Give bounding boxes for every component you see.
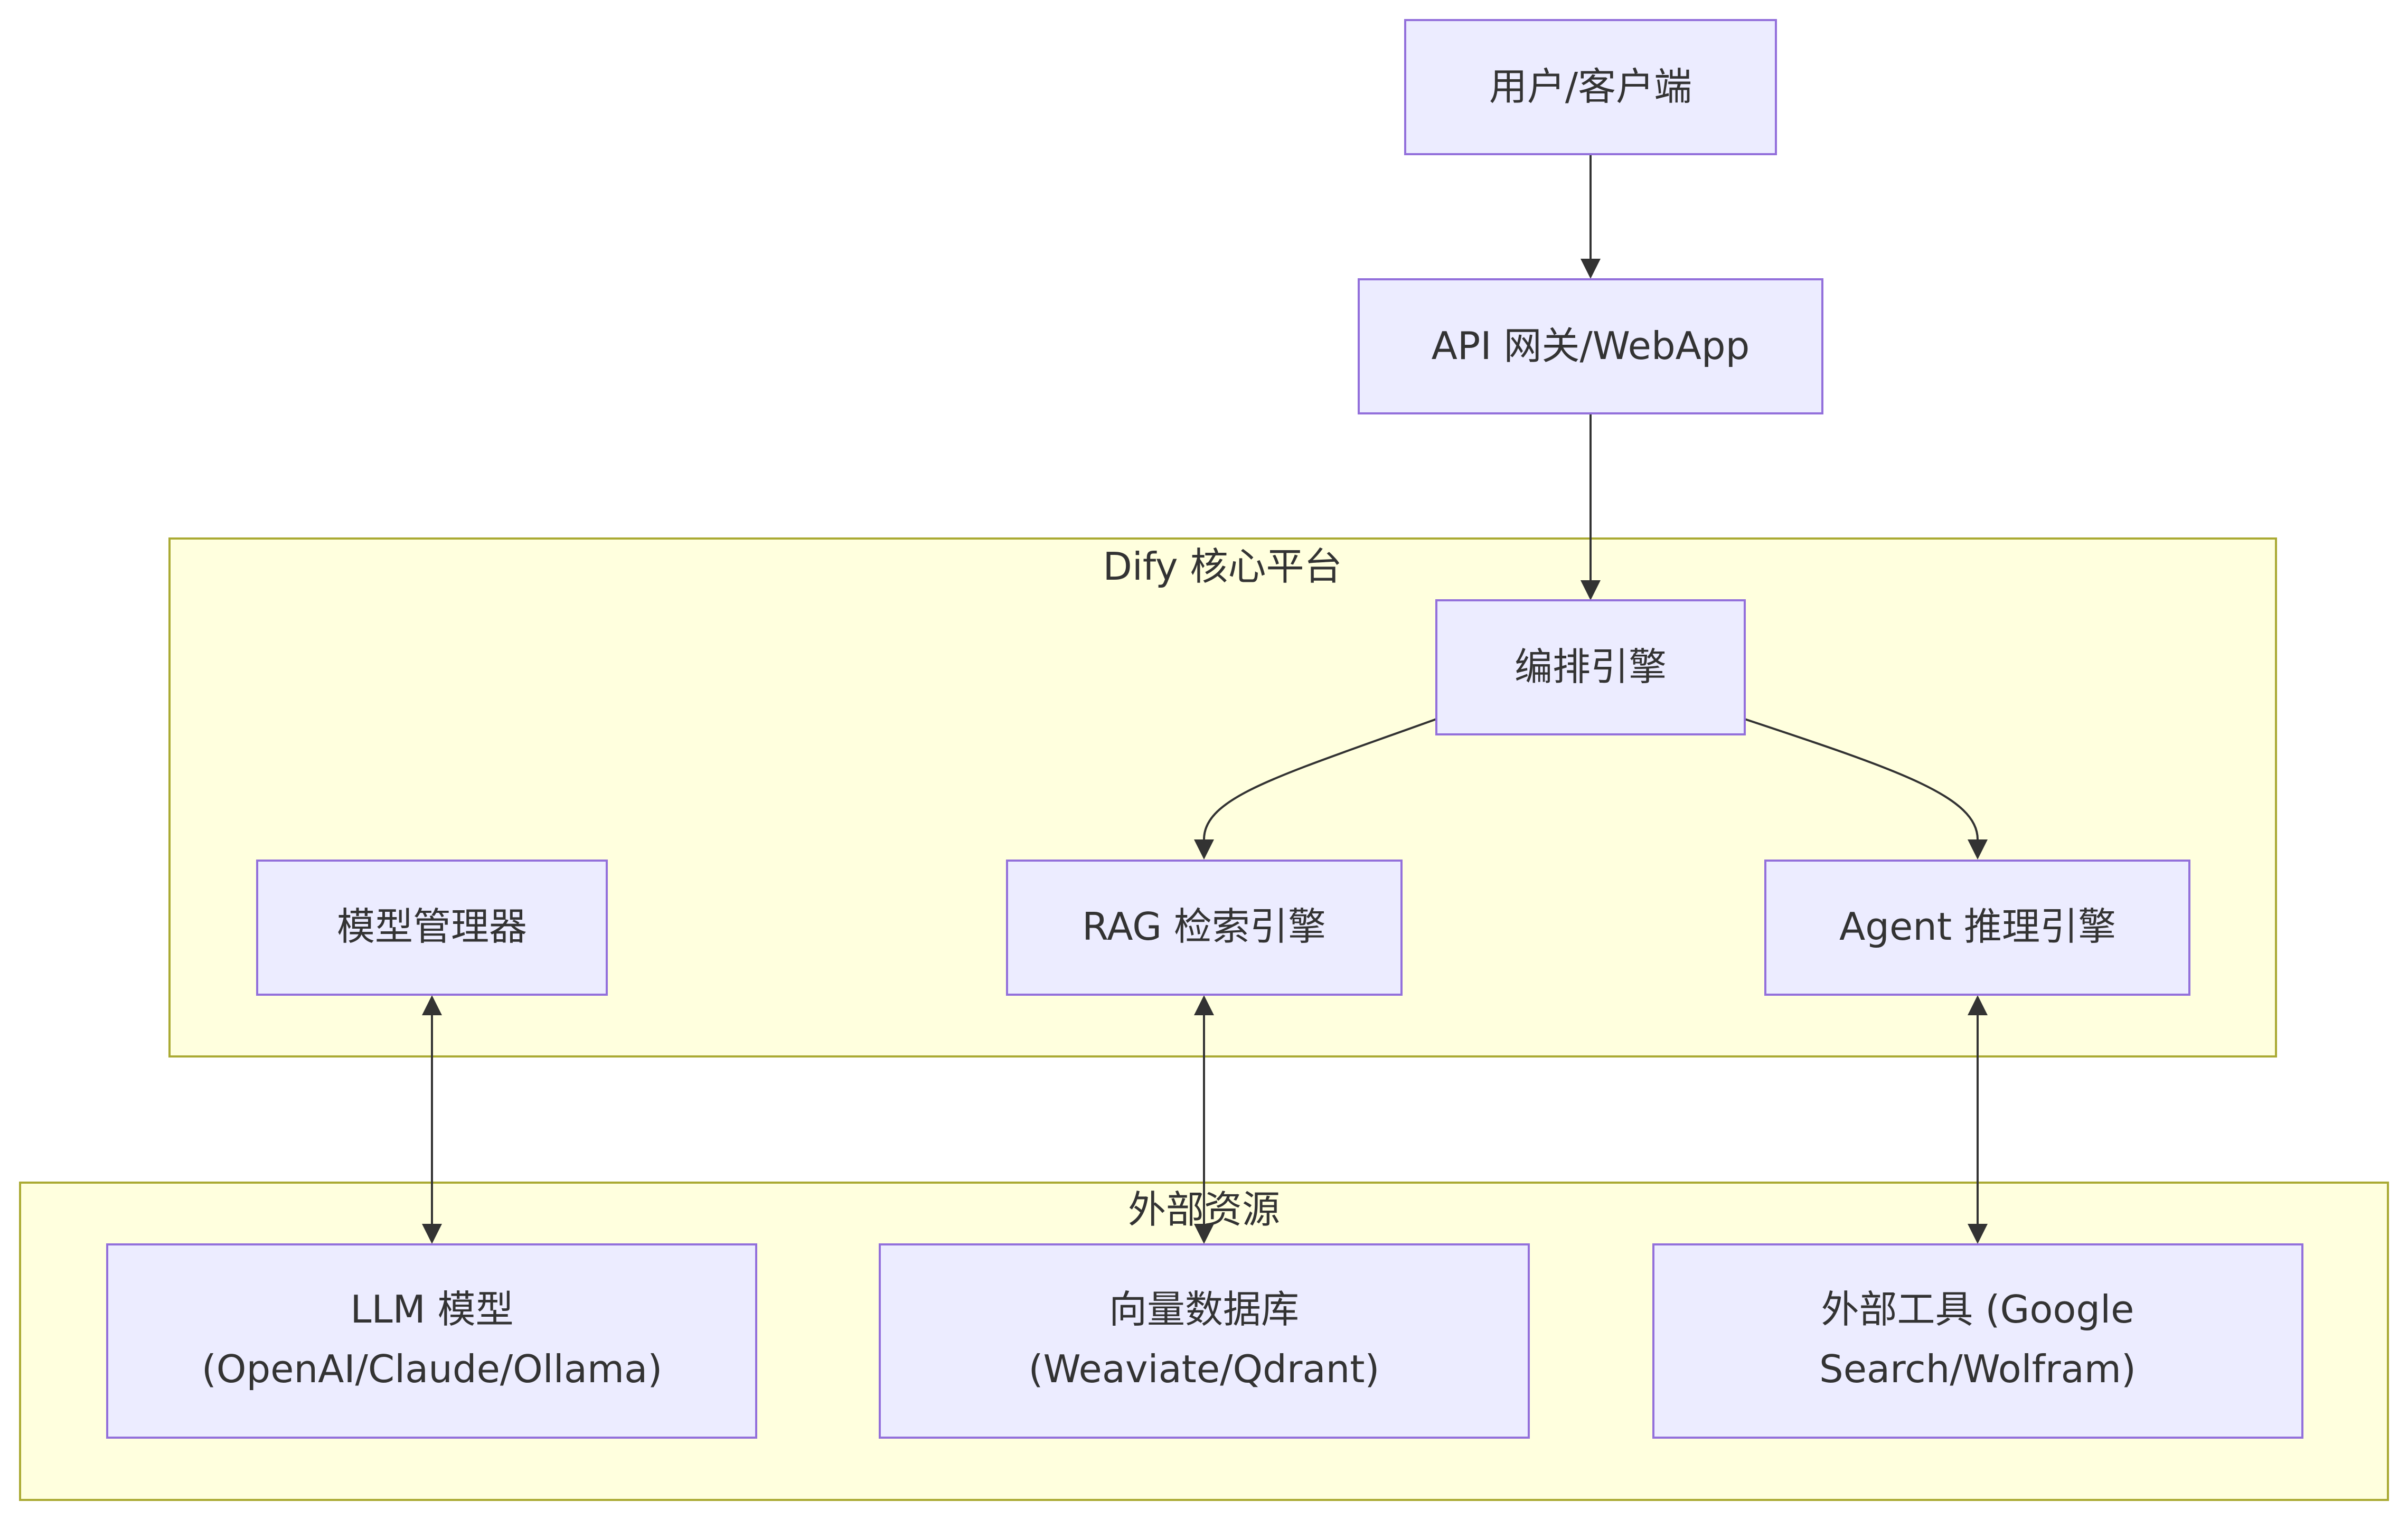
node-vector-database-box[interactable] (879, 1243, 1530, 1439)
node-model-manager-label: 模型管理器 (337, 904, 527, 949)
node-api-gateway-label: API 网关/WebApp (1432, 324, 1750, 368)
arrowhead-orchestrator-to-rag (1194, 839, 1214, 860)
node-rag-engine[interactable]: RAG 检索引擎 (1006, 860, 1403, 996)
node-external-tools-box[interactable] (1652, 1243, 2303, 1439)
arrowhead-model-manager-llm-bottom (422, 1224, 442, 1244)
edge-orchestrator-to-agent (1744, 718, 1979, 840)
cluster-core-platform-label: Dify 核心平台 (1103, 544, 1342, 589)
node-external-tools-label-line1: 外部工具 (Google (1821, 1287, 2134, 1332)
node-orchestrator-label: 编排引擎 (1515, 645, 1667, 689)
arrowhead-orchestrator-to-agent (1968, 839, 1988, 860)
arrowhead-user-to-api (1581, 259, 1601, 279)
node-user-client-box[interactable] (1404, 19, 1777, 155)
node-llm-models-label-line2: (OpenAI/Claude/Ollama) (202, 1347, 663, 1391)
node-agent-engine-box[interactable] (1764, 860, 2190, 996)
node-rag-engine-label: RAG 检索引擎 (1082, 904, 1326, 949)
arrowhead-agent-tools-top (1968, 995, 1988, 1015)
node-external-tools[interactable]: 外部工具 (Google Search/Wolfram) (1652, 1243, 2303, 1439)
node-api-gateway-box[interactable] (1358, 278, 1823, 414)
node-agent-engine-label: Agent 推理引擎 (1839, 904, 2116, 949)
arrowhead-rag-vectordb-top (1194, 995, 1214, 1015)
edge-orchestrator-to-rag (1203, 718, 1437, 840)
node-user-client[interactable]: 用户/客户端 (1404, 19, 1777, 155)
node-user-client-label: 用户/客户端 (1489, 64, 1692, 109)
node-llm-models[interactable]: LLM 模型 (OpenAI/Claude/Ollama) (106, 1243, 757, 1439)
node-llm-models-box[interactable] (106, 1243, 757, 1439)
node-orchestrator[interactable]: 编排引擎 (1435, 599, 1746, 735)
node-vector-database[interactable]: 向量数据库 (Weaviate/Qdrant) (879, 1243, 1530, 1439)
node-rag-engine-box[interactable] (1006, 860, 1403, 996)
arrowhead-agent-tools-bottom (1968, 1224, 1988, 1244)
node-model-manager-box[interactable] (256, 860, 608, 996)
node-vector-database-label-line2: (Weaviate/Qdrant) (1028, 1347, 1379, 1391)
arrowhead-model-manager-llm-top (422, 995, 442, 1015)
edges (422, 154, 1988, 1244)
node-orchestrator-box[interactable] (1435, 599, 1746, 735)
node-external-tools-label-line2: Search/Wolfram) (1819, 1347, 2136, 1391)
node-api-gateway[interactable]: API 网关/WebApp (1358, 278, 1823, 414)
node-llm-models-label-line1: LLM 模型 (350, 1287, 513, 1332)
node-vector-database-label-line1: 向量数据库 (1109, 1287, 1299, 1332)
node-model-manager[interactable]: 模型管理器 (256, 860, 608, 996)
arrowhead-rag-vectordb-bottom (1194, 1224, 1214, 1244)
arrowhead-api-to-orchestrator (1581, 580, 1601, 600)
node-agent-engine[interactable]: Agent 推理引擎 (1764, 860, 2190, 996)
